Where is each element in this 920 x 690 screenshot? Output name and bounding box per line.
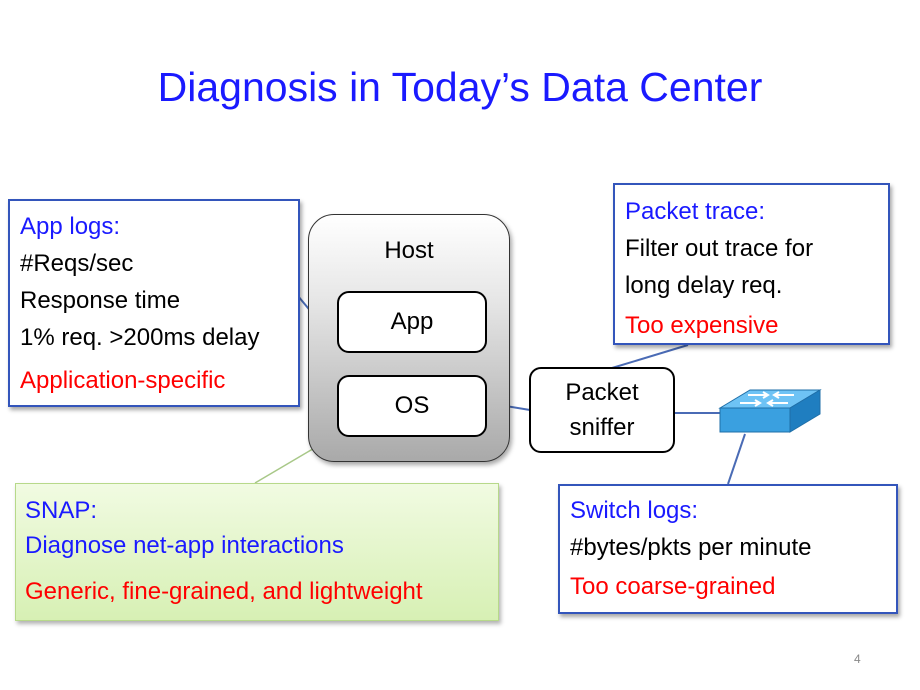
- packet-trace-line: long delay req.: [625, 272, 783, 299]
- packet-trace-verdict: Too expensive: [625, 312, 779, 339]
- page-number: 4: [854, 652, 861, 666]
- app-logs-line: Response time: [20, 287, 181, 314]
- packet-sniffer-line: sniffer: [569, 414, 635, 441]
- snap-callout: SNAP: Diagnose net-app interactions Gene…: [15, 483, 499, 621]
- packet-trace-callout: Packet trace: Filter out trace for long …: [613, 183, 890, 345]
- network-switch-icon: [718, 389, 822, 433]
- slide-title: Diagnosis in Today’s Data Center: [157, 64, 763, 110]
- app-logs-verdict: Application-specific: [20, 367, 226, 394]
- packet-trace-line: Filter out trace for: [625, 235, 814, 262]
- app-box: App: [337, 291, 487, 353]
- switch-logs-verdict: Too coarse-grained: [570, 573, 776, 600]
- packet-sniffer-line: Packet: [565, 379, 639, 406]
- packet-trace-heading: Packet trace:: [625, 198, 766, 225]
- app-logs-line: #Reqs/sec: [20, 250, 134, 277]
- switch-logs-line: #bytes/pkts per minute: [570, 534, 812, 561]
- snap-verdict: Generic, fine-grained, and lightweight: [25, 578, 423, 605]
- app-label: App: [390, 308, 434, 335]
- switchlogs-connector: [727, 433, 746, 485]
- app-logs-line: 1% req. >200ms delay: [20, 324, 260, 351]
- os-box: OS: [337, 375, 487, 437]
- packettrace-connector: [611, 344, 689, 369]
- os-label: OS: [394, 392, 430, 419]
- app-logs-callout: App logs: #Reqs/sec Response time 1% req…: [8, 199, 300, 407]
- app-logs-heading: App logs:: [20, 213, 121, 240]
- host-label: Host: [384, 237, 434, 264]
- host-box: Host App OS: [308, 214, 510, 462]
- snap-heading: SNAP:: [25, 497, 98, 524]
- packet-sniffer-box: Packet sniffer: [529, 367, 675, 453]
- snap-description: Diagnose net-app interactions: [25, 532, 344, 559]
- switch-logs-heading: Switch logs:: [570, 497, 699, 524]
- switch-logs-callout: Switch logs: #bytes/pkts per minute Too …: [558, 484, 898, 614]
